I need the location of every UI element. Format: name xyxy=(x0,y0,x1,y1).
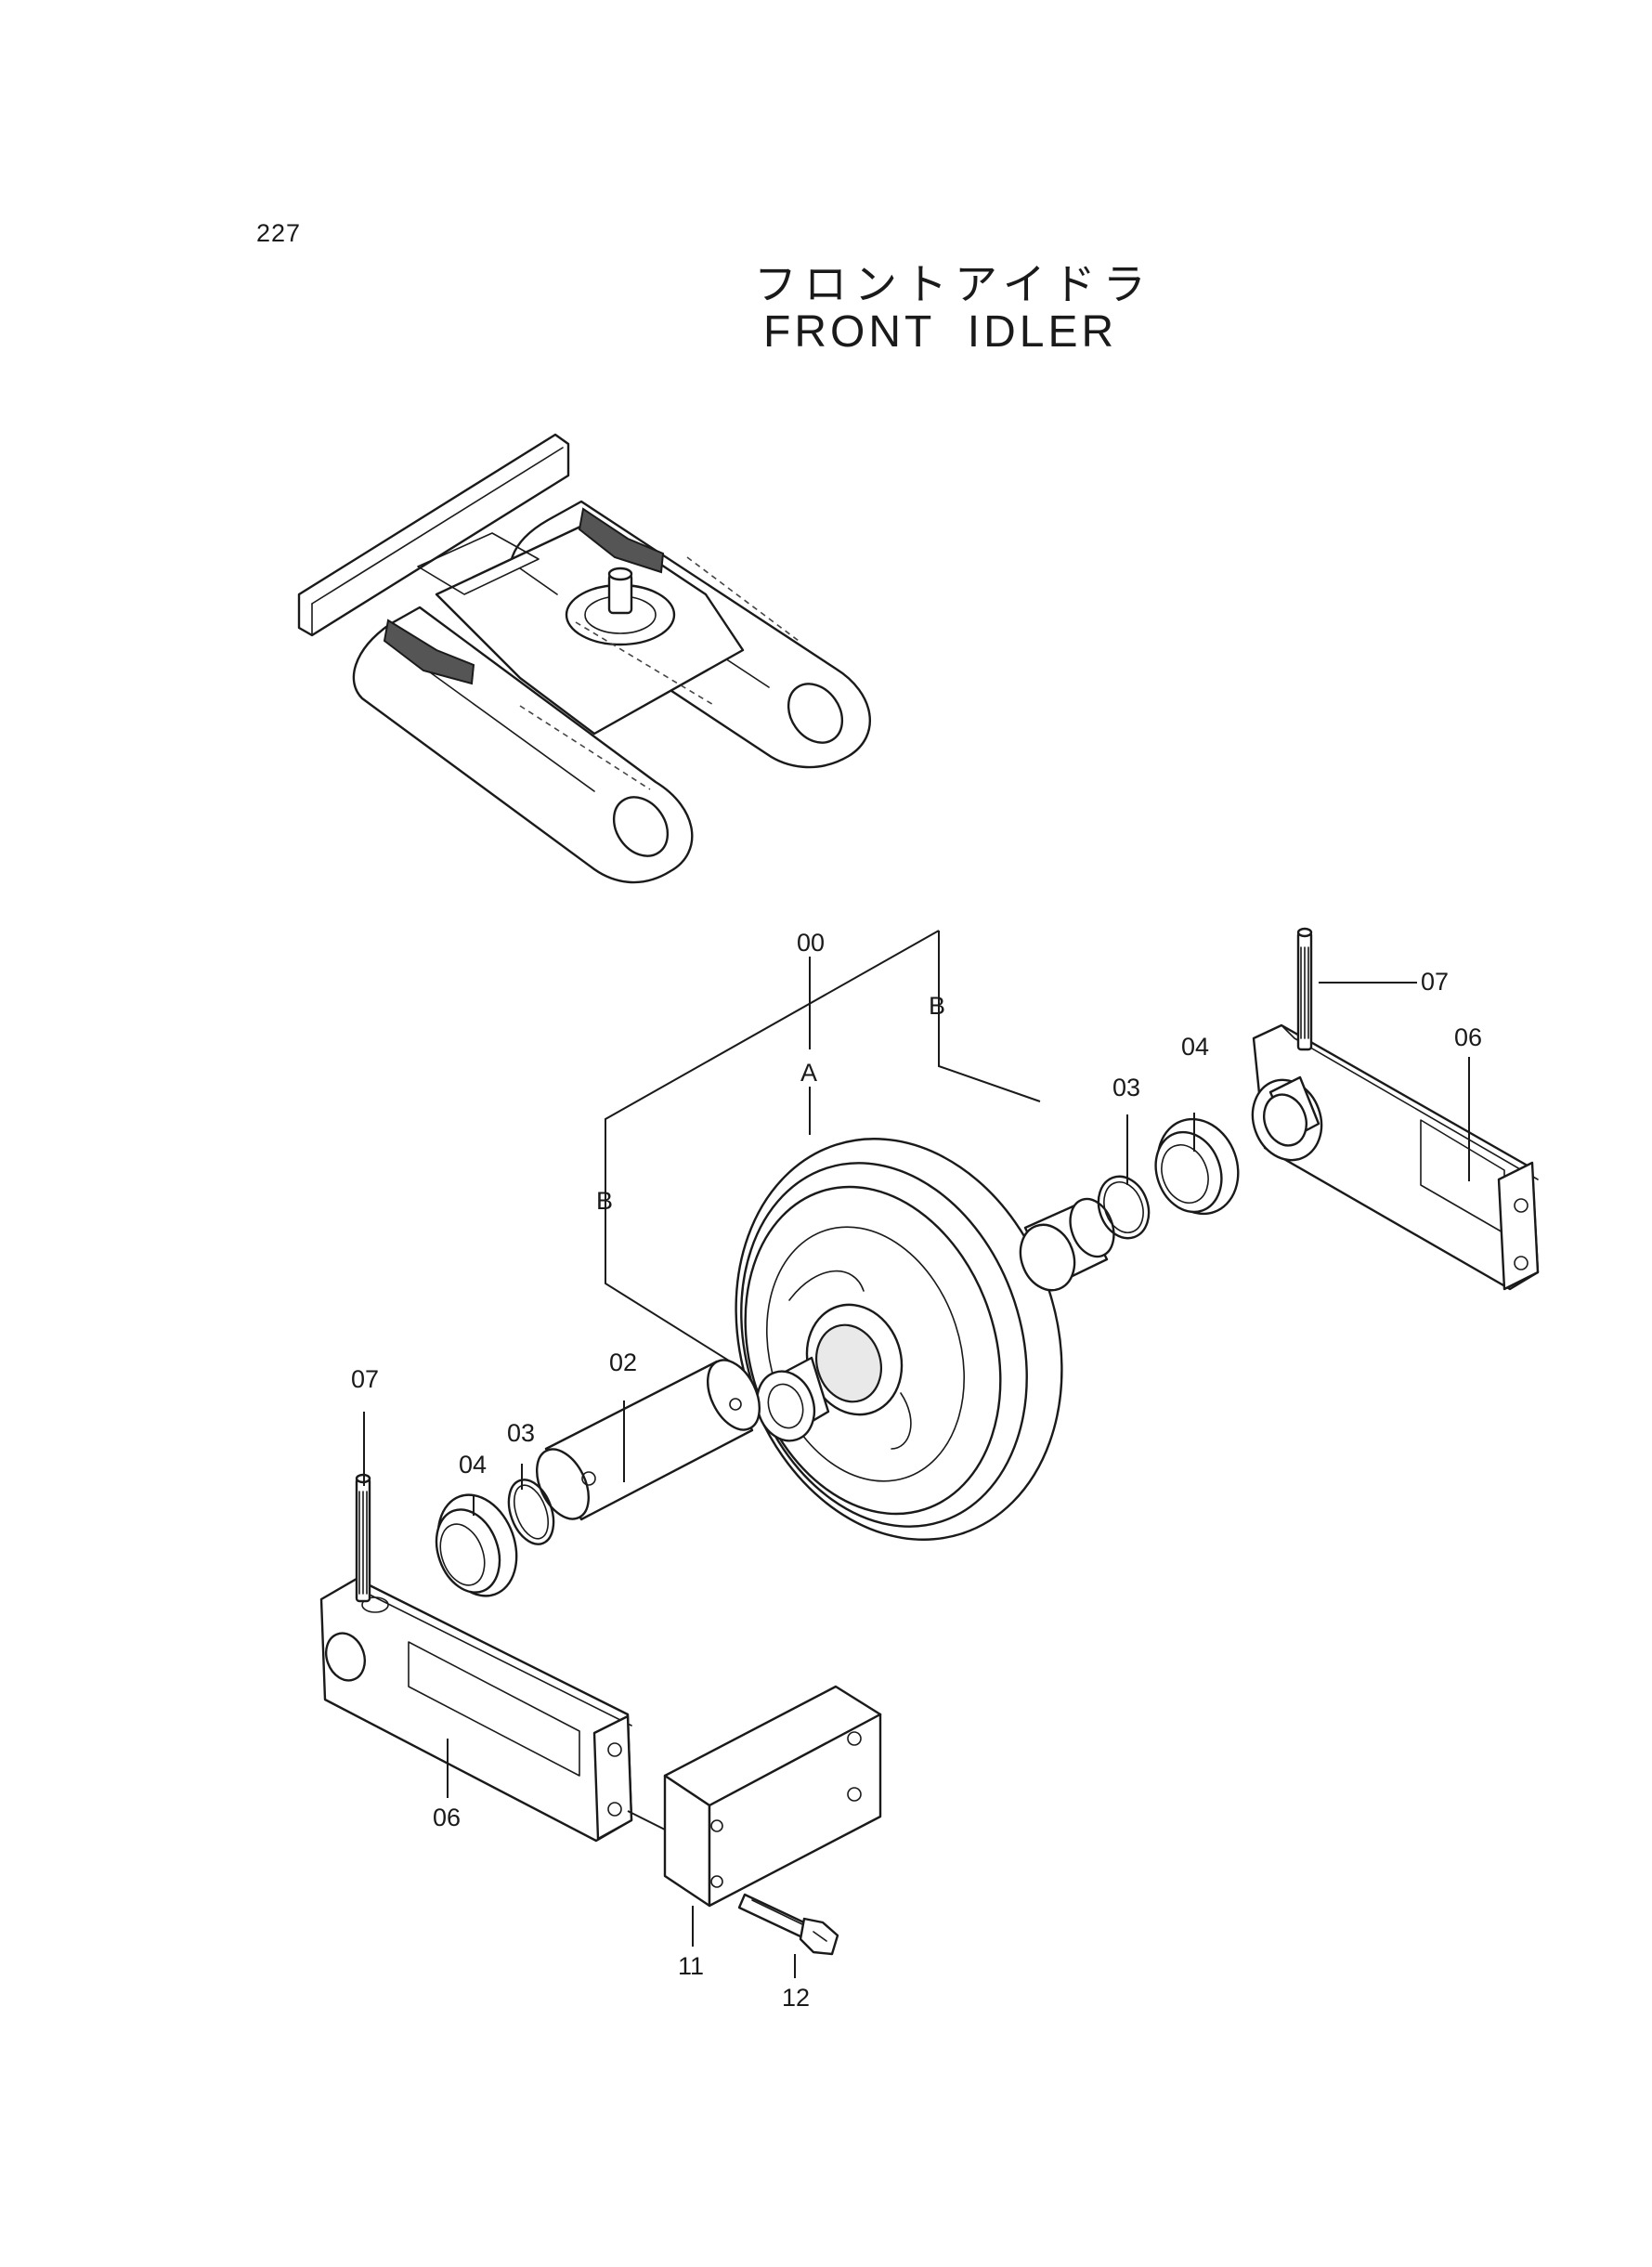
oring-right-icon xyxy=(1097,1175,1151,1240)
idler-wheel-icon xyxy=(735,1138,1063,1541)
callout-04-left: 04 xyxy=(459,1451,487,1479)
callout-03-left: 03 xyxy=(507,1419,535,1447)
callout-b-right: B xyxy=(929,992,945,1020)
callout-02: 02 xyxy=(609,1348,637,1376)
pin-right-icon xyxy=(1296,927,1313,1051)
seal-left-icon xyxy=(435,1493,518,1597)
callout-07-left: 07 xyxy=(351,1365,379,1393)
callout-06-left: 06 xyxy=(433,1804,461,1831)
callout-b-left: B xyxy=(596,1187,613,1215)
callout-03-right: 03 xyxy=(1112,1074,1140,1101)
bracket-b-lines xyxy=(605,930,1041,1377)
callout-06-right: 06 xyxy=(1454,1023,1482,1051)
support-left-icon xyxy=(319,1577,633,1843)
page-number: 227 xyxy=(256,219,302,247)
bolt-icon xyxy=(737,1893,839,1956)
excavator-undercarriage-icon xyxy=(297,433,872,884)
callout-a: A xyxy=(800,1059,817,1087)
callout-12: 12 xyxy=(782,1984,810,2012)
pin-left-icon xyxy=(355,1473,371,1603)
seal-right-icon xyxy=(1154,1117,1240,1216)
title-english: FRONT IDLER xyxy=(763,307,1118,357)
callout-11: 11 xyxy=(678,1952,704,1980)
bushing-right-icon xyxy=(1019,1197,1115,1292)
leader-lines xyxy=(363,982,1470,1978)
title-japanese: フロントアイドラ xyxy=(754,259,1153,309)
callout-00: 00 xyxy=(797,929,825,957)
block-icon xyxy=(627,1685,882,1908)
callout-04-right: 04 xyxy=(1181,1033,1209,1061)
support-right-icon xyxy=(1251,1023,1540,1291)
shaft-icon xyxy=(536,1359,761,1521)
callout-07-right: 07 xyxy=(1421,968,1449,996)
